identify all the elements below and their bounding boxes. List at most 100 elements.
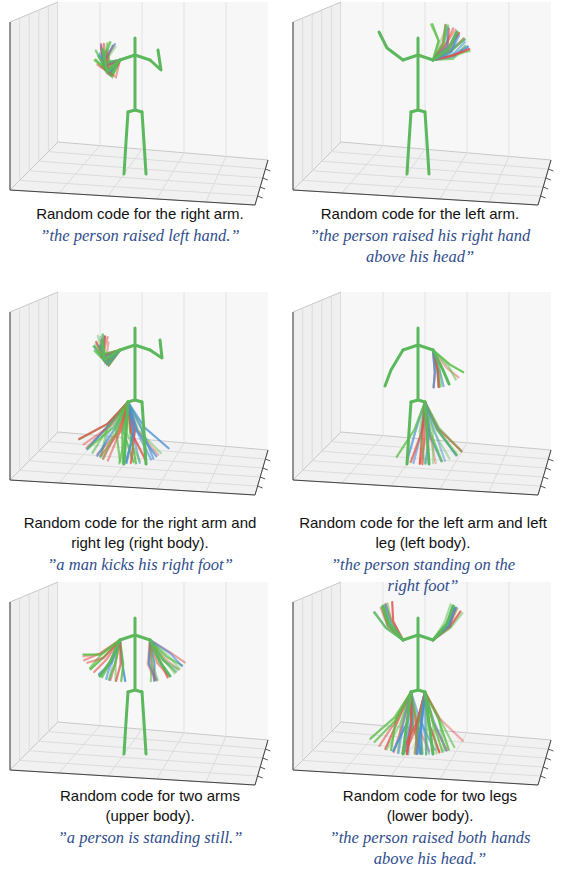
grid-line	[48, 586, 49, 732]
axis-line	[10, 312, 11, 480]
back-pane	[341, 582, 551, 740]
skeleton	[403, 635, 433, 640]
grid-line	[302, 308, 303, 470]
skeleton	[128, 400, 142, 402]
grid-line	[331, 6, 332, 152]
skeleton	[142, 692, 146, 754]
axis-tick	[260, 767, 265, 769]
grid-line	[48, 732, 265, 749]
grid-line	[467, 2, 468, 153]
skeleton	[150, 50, 161, 70]
grid-line	[383, 582, 384, 726]
caption-text: Random code for the left arm and left le…	[296, 513, 551, 553]
axis-line	[293, 22, 294, 190]
grid-line	[20, 470, 258, 486]
skeleton	[411, 690, 425, 692]
sampled-limb	[128, 402, 169, 448]
skeleton	[385, 350, 403, 386]
prompt-text: ”the person raised his right hand above …	[295, 225, 545, 267]
axis-line	[538, 450, 551, 495]
prompt-text: ”the person raised left hand.”	[10, 225, 270, 246]
axis-tick	[265, 749, 270, 751]
grid-line	[322, 161, 546, 178]
grid-line	[383, 292, 384, 436]
caption-text: Random code for the right arm and right …	[13, 513, 268, 553]
grid-line	[383, 2, 384, 146]
grid-line	[48, 152, 265, 169]
axis-tick	[263, 468, 268, 470]
axis-tick	[260, 187, 265, 189]
grid-line	[100, 292, 101, 436]
axis-tick	[258, 196, 263, 198]
grid-line	[467, 582, 468, 733]
floor-pane	[10, 142, 268, 205]
skeleton	[100, 640, 120, 676]
skeleton	[150, 340, 162, 358]
skeleton	[425, 112, 429, 174]
grid-line	[489, 446, 509, 492]
grid-line	[312, 594, 313, 751]
axis-line	[10, 602, 11, 770]
axis-line	[255, 450, 268, 495]
skeleton	[142, 112, 146, 174]
sampled-limb	[414, 402, 425, 463]
skeleton	[124, 692, 128, 754]
skeleton	[433, 606, 453, 640]
axis-tick	[541, 486, 546, 488]
prompt-text: ”a person is standing still.”	[20, 827, 280, 848]
skeleton	[120, 55, 150, 60]
prompt-text: ”a man kicks his right foot”	[10, 554, 270, 575]
back-pane	[58, 292, 268, 450]
axis-line	[255, 740, 268, 785]
axis-tick	[548, 169, 553, 171]
axis-line	[538, 160, 551, 205]
axis-tick	[543, 767, 548, 769]
grid-line	[20, 760, 258, 776]
grid-line	[38, 300, 39, 451]
grid-line	[509, 2, 510, 156]
grid-line	[331, 586, 332, 732]
sampled-limb	[414, 692, 425, 754]
skeleton	[383, 606, 403, 640]
grid-line	[157, 443, 184, 489]
grid-line	[303, 470, 541, 486]
skeleton	[433, 350, 449, 384]
axis-line	[10, 22, 11, 190]
grid-line	[489, 156, 509, 202]
grid-line	[312, 304, 313, 461]
axis-tick	[265, 169, 270, 171]
axis-line	[293, 480, 538, 495]
grid-line	[489, 736, 509, 782]
axis-tick	[546, 468, 551, 470]
grid-line	[29, 304, 30, 461]
grid-line	[20, 180, 258, 196]
axis-tick	[548, 749, 553, 751]
back-pane	[341, 2, 551, 160]
skeleton	[417, 618, 420, 690]
grid-line	[321, 300, 322, 451]
skeleton	[403, 345, 433, 350]
pose-plot	[293, 582, 553, 785]
axis-line	[293, 190, 538, 205]
floor-pane	[10, 722, 268, 785]
skeleton	[134, 38, 137, 110]
grid-line	[48, 296, 49, 442]
axis-line	[255, 160, 268, 205]
grid-line	[321, 10, 322, 161]
skeleton	[134, 328, 137, 400]
grid-line	[206, 736, 226, 782]
skeleton	[411, 110, 425, 112]
skeleton	[417, 328, 420, 400]
pose-plot	[10, 2, 270, 205]
skeleton	[124, 402, 128, 464]
grid-line	[509, 292, 510, 446]
grid-line	[39, 161, 263, 178]
grid-line	[48, 6, 49, 152]
back-pane	[341, 292, 551, 450]
caption-text: Random code for the right arm.	[10, 204, 270, 224]
floor-pane	[293, 142, 551, 205]
skeleton	[411, 400, 425, 402]
sampled-limb	[101, 340, 120, 360]
axis-tick	[258, 486, 263, 488]
